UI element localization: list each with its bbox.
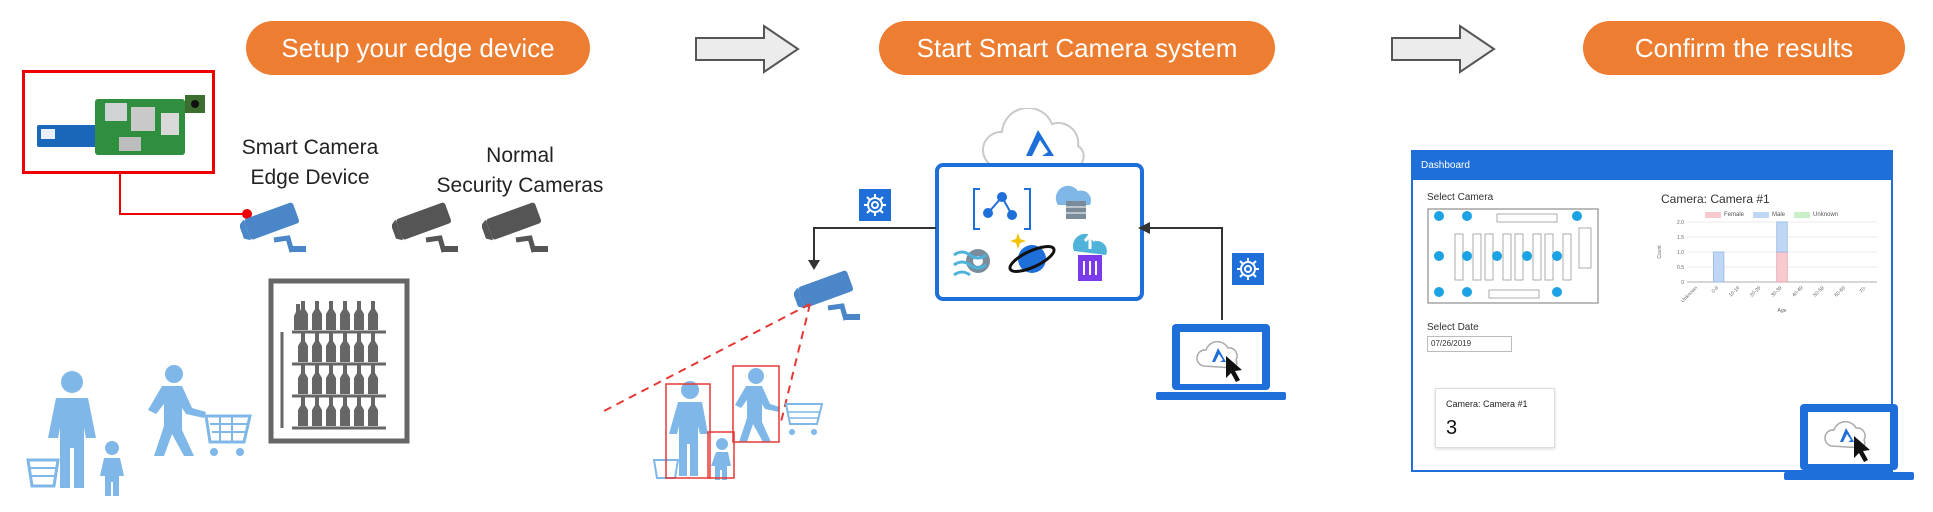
laptop-icon: [1156, 324, 1286, 400]
legend-male-swatch: [1753, 212, 1770, 218]
step-1-label: Setup your edge device: [281, 32, 555, 63]
edge-device-photo-frame: [22, 70, 215, 174]
chart-xtick-label: 60-69: [1833, 285, 1846, 298]
camera-field-of-view: [601, 303, 811, 427]
stream-analytics-icon: [953, 249, 990, 277]
count-card-value: 3: [1446, 417, 1458, 439]
chart-ytick-label: 0: [1681, 280, 1684, 286]
edge-device-label-line1: Smart Camera: [241, 136, 379, 159]
security-camera-1-icon: [392, 202, 458, 253]
legend-female-swatch: [1705, 212, 1721, 218]
chart-legend: Female Male Unknown: [1705, 212, 1838, 218]
laptop-to-azure-arrow: [1138, 222, 1223, 320]
chart-ytick-label: 1.5: [1677, 235, 1684, 241]
chart-xtick-label: 40-49: [1791, 285, 1804, 298]
store-floor-map[interactable]: [1427, 208, 1599, 304]
step-3-pill: Confirm the results: [1583, 21, 1905, 75]
container-registry-icon: [1055, 185, 1092, 219]
edge-device-board-icon: [37, 95, 205, 155]
chart-ylabel: Count: [1657, 245, 1663, 259]
chart-xtick-label: 20-29: [1749, 285, 1762, 298]
chart-bar-female: [1776, 251, 1788, 283]
chart-xlabel: Age: [1778, 308, 1787, 314]
shopper-family-icon: [26, 371, 124, 496]
legend-female: Female: [1724, 212, 1745, 218]
count-card-title: Camera: Camera #1: [1446, 399, 1528, 409]
dashboard-header: Dashboard: [1413, 152, 1891, 180]
dashboard-laptop-icon: [1784, 404, 1914, 480]
legend-unknown: Unknown: [1813, 212, 1839, 218]
smart-camera-icon: [240, 202, 306, 253]
camera-pins: [1434, 211, 1582, 297]
edge-device-label-line2: Edge Device: [250, 166, 370, 189]
select-date-label: Select Date: [1427, 322, 1479, 333]
edge-device-connector: [119, 174, 252, 219]
digital-twins-icon: [973, 188, 1031, 230]
normal-cameras-label: Normal Security Cameras: [425, 141, 615, 201]
chart-ytick-label: 2.0: [1677, 220, 1684, 226]
chart-bar-male: [1713, 251, 1725, 283]
azure-services-box: [935, 163, 1144, 301]
security-camera-2-icon: [482, 202, 548, 253]
chart-ytick-label: 1.0: [1677, 250, 1684, 256]
configure-gear-icon: [1232, 253, 1264, 285]
normal-cameras-label-line2: Security Cameras: [436, 174, 604, 197]
azure-cloud-icon: [981, 108, 1085, 169]
legend-unknown-swatch: [1794, 212, 1811, 218]
azure-services-icons: [953, 185, 1107, 281]
chart-xtick-label: 30-39: [1770, 285, 1783, 298]
step-arrow-2-icon: [1391, 24, 1496, 74]
smart-camera-deployed-icon: [794, 270, 860, 321]
chart-xtick-label: 70-: [1859, 285, 1869, 295]
iot-edge-icon: [1072, 232, 1107, 281]
deploy-gear-icon: [859, 189, 891, 221]
step-arrow-1-icon: [695, 24, 800, 74]
chart-xtick-label: 0-9: [1711, 285, 1721, 295]
detected-shoppers-icon: [652, 365, 824, 480]
chart-xtick-label: Unknown: [1680, 285, 1699, 304]
store-shelf-icon: [268, 278, 410, 444]
cosmos-db-icon: [1008, 233, 1056, 273]
count-card: Camera: Camera #1 3: [1435, 388, 1555, 448]
normal-cameras-label-line1: Normal: [486, 144, 554, 167]
edge-device-label: Smart Camera Edge Device: [230, 133, 390, 193]
chart-ytick-label: 0.5: [1677, 265, 1684, 271]
chart-bar-male: [1776, 221, 1788, 253]
chart-xtick-label: 10-19: [1728, 285, 1741, 298]
azure-to-camera-arrow: [808, 227, 936, 270]
chart-title: Camera: Camera #1: [1661, 192, 1770, 206]
chart-xtick-label: 50-59: [1812, 285, 1825, 298]
step-1-pill: Setup your edge device: [246, 21, 590, 75]
shopper-cart-icon: [148, 365, 252, 456]
step-3-label: Confirm the results: [1634, 32, 1854, 63]
legend-male: Male: [1772, 212, 1786, 218]
select-camera-label: Select Camera: [1427, 192, 1494, 203]
step-2-pill: Start Smart Camera system: [879, 21, 1275, 75]
date-input[interactable]: 07/26/2019: [1427, 336, 1512, 352]
step-2-label: Start Smart Camera system: [916, 32, 1238, 63]
